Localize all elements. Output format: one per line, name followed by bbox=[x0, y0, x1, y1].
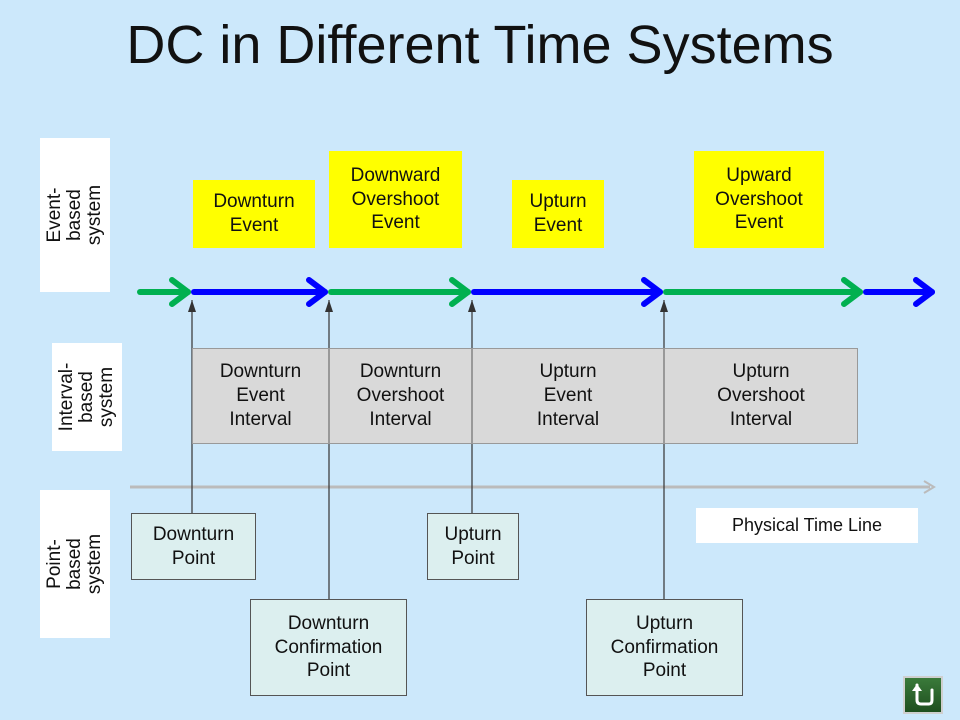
downturn-point-box: Downturn Point bbox=[131, 513, 256, 580]
physical-time-arrowhead bbox=[923, 480, 936, 494]
downturn-event-box: Downturn Event bbox=[193, 180, 315, 248]
upturn-event-interval: Upturn Event Interval bbox=[472, 348, 664, 444]
downturn-event-interval: Downturn Event Interval bbox=[192, 348, 329, 444]
point-based-label: Point-based system bbox=[40, 490, 110, 638]
blue-arrow-1 bbox=[191, 277, 328, 307]
green-arrow-2 bbox=[328, 277, 471, 307]
physical-time-line-label: Physical Time Line bbox=[696, 508, 918, 543]
upturn-overshoot-interval: Upturn Overshoot Interval bbox=[664, 348, 858, 444]
green-arrow-3 bbox=[663, 277, 863, 307]
return-arrow-icon bbox=[912, 683, 934, 706]
downturn-overshoot-interval: Downturn Overshoot Interval bbox=[329, 348, 472, 444]
downward-overshoot-event-box: Downward Overshoot Event bbox=[329, 151, 462, 248]
blue-arrow-2 bbox=[471, 277, 663, 307]
event-based-label: Event-based system bbox=[40, 138, 110, 292]
upward-overshoot-event-box: Upward Overshoot Event bbox=[694, 151, 824, 248]
upturn-point-box: Upturn Point bbox=[427, 513, 519, 580]
upturn-event-box: Upturn Event bbox=[512, 180, 604, 248]
return-button[interactable] bbox=[903, 676, 943, 714]
downturn-confirmation-point-box: Downturn Confirmation Point bbox=[250, 599, 407, 696]
upturn-confirmation-point-box: Upturn Confirmation Point bbox=[586, 599, 743, 696]
blue-arrow-3 bbox=[863, 277, 935, 307]
green-arrow-1 bbox=[137, 277, 191, 307]
page-title: DC in Different Time Systems bbox=[126, 15, 834, 75]
interval-based-label: Interval- based system bbox=[52, 343, 122, 451]
